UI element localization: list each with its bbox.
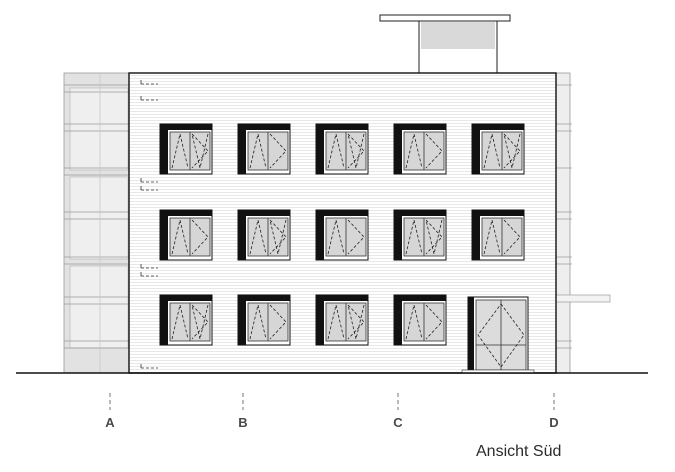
window — [237, 123, 291, 175]
window — [471, 209, 525, 261]
window — [315, 209, 369, 261]
left-curtain-wall — [63, 72, 131, 374]
right-curtain-wall — [555, 72, 611, 374]
axis-label-a: A — [105, 415, 115, 430]
window — [393, 294, 447, 346]
entrance-door — [461, 296, 535, 374]
axis-label-c: C — [393, 415, 403, 430]
window — [159, 294, 213, 346]
window — [159, 209, 213, 261]
rooftop-structure — [379, 14, 511, 74]
window — [237, 294, 291, 346]
window — [393, 209, 447, 261]
axis-lines — [109, 393, 555, 410]
level-markers — [140, 80, 158, 369]
window — [393, 123, 447, 175]
window-grid — [159, 123, 525, 346]
axis-label-b: B — [238, 415, 248, 430]
window — [315, 123, 369, 175]
window — [471, 123, 525, 175]
window — [159, 123, 213, 175]
window — [315, 294, 369, 346]
window — [237, 209, 291, 261]
axis-label-d: D — [549, 415, 559, 430]
view-title: Ansicht Süd — [476, 443, 562, 460]
